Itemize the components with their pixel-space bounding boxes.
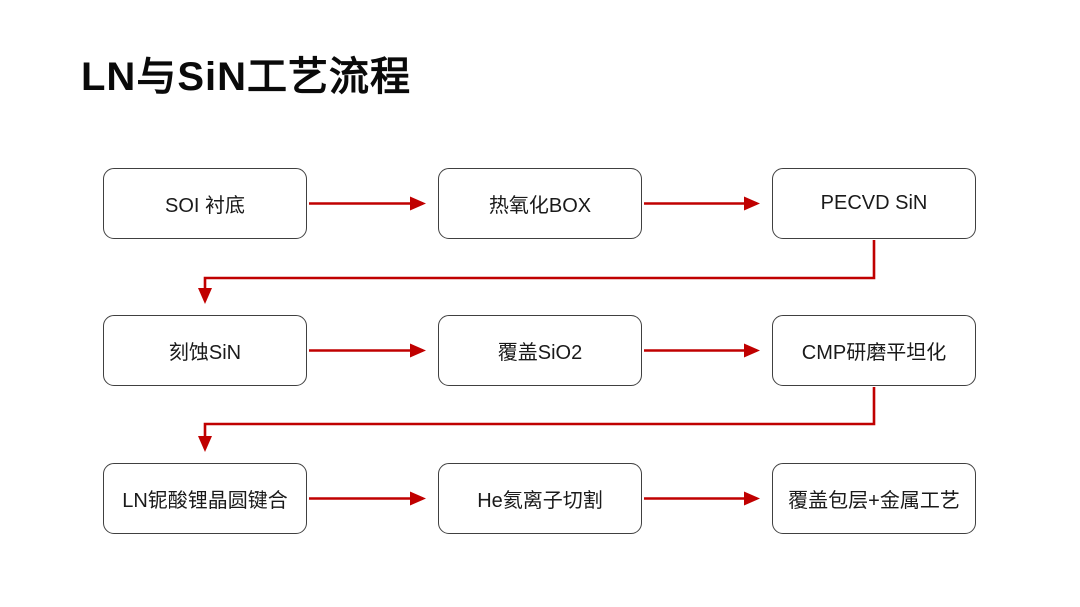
flow-step-soi-substrate: SOI 衬底	[103, 168, 307, 239]
flow-step-label: CMP研磨平坦化	[801, 342, 947, 364]
flow-step-label: SOI 衬底	[164, 195, 245, 217]
flow-step-label: 覆盖包层+金属工艺	[788, 490, 960, 512]
flow-step-label: PECVD SiN	[820, 192, 928, 214]
flow-step-etch-sin: 刻蚀SiN	[103, 315, 307, 386]
flow-step-he-ion-slicing: He氦离子切割	[438, 463, 642, 534]
flow-step-label: 热氧化BOX	[488, 195, 592, 217]
flow-step-ln-wafer-bonding: LN铌酸锂晶圆键合	[103, 463, 307, 534]
connector-row2-to-row3	[198, 387, 876, 452]
flow-step-cladding-metal: 覆盖包层+金属工艺	[772, 463, 976, 534]
flow-step-label: 刻蚀SiN	[168, 342, 242, 364]
page-title: LN与SiN工艺流程	[81, 55, 411, 99]
flow-step-pecvd-sin: PECVD SiN	[772, 168, 976, 239]
connector-row1-to-row2	[198, 240, 876, 304]
flow-step-label: He氦离子切割	[477, 490, 603, 512]
flow-step-thermal-oxide-box: 热氧化BOX	[438, 168, 642, 239]
flow-step-label: 覆盖SiO2	[497, 342, 583, 364]
flow-step-label: LN铌酸锂晶圆键合	[122, 490, 288, 512]
flow-step-cover-sio2: 覆盖SiO2	[438, 315, 642, 386]
flow-step-cmp-planarization: CMP研磨平坦化	[772, 315, 976, 386]
